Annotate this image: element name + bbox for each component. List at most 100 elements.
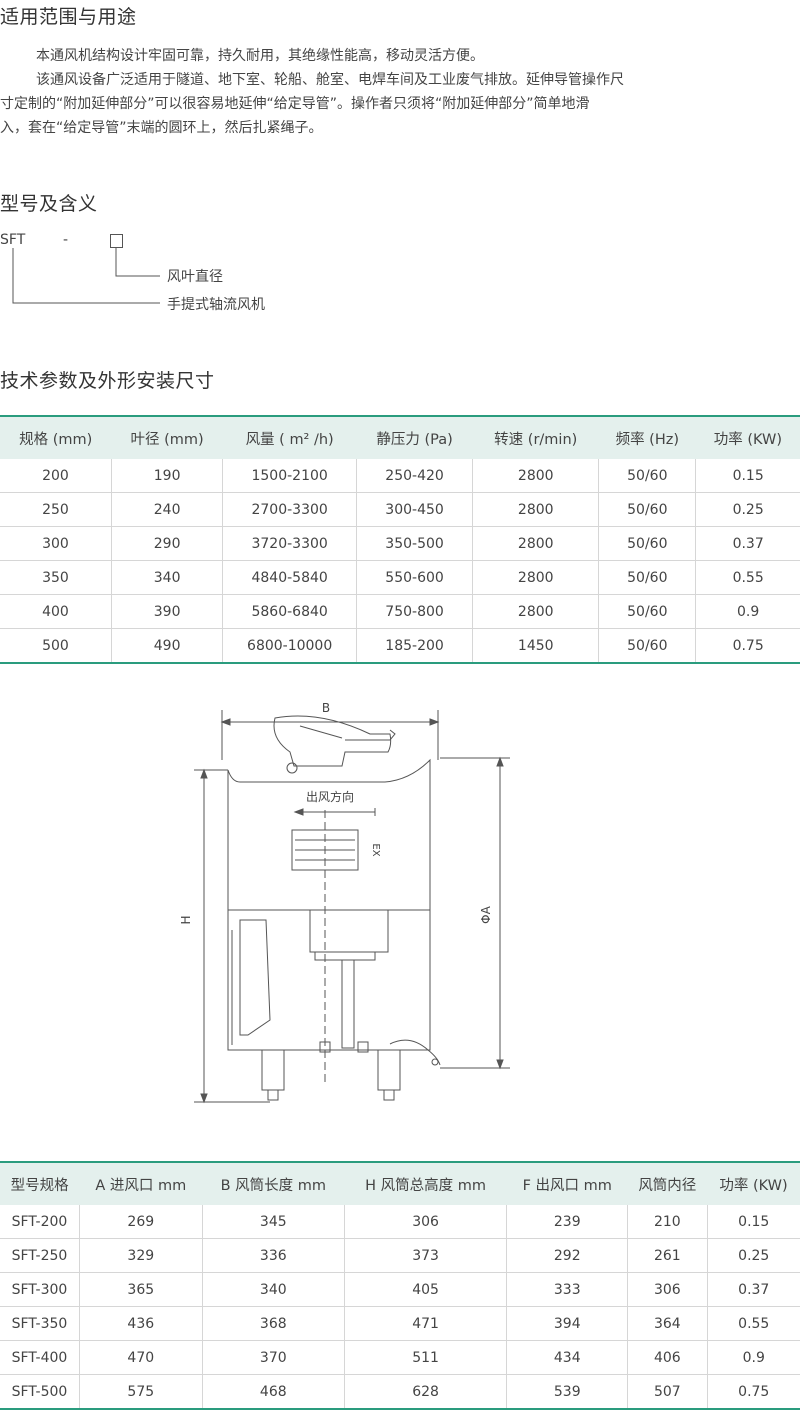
table-cell: SFT-350 (0, 1306, 80, 1341)
table-cell: 50/60 (598, 459, 697, 493)
table-cell: 345 (202, 1205, 345, 1239)
table-cell: 336 (202, 1238, 345, 1273)
table-cell: 364 (627, 1306, 708, 1341)
column-header: A 进风口 mm (79, 1161, 203, 1205)
table-cell: 0.37 (707, 1272, 800, 1307)
table-cell: SFT-300 (0, 1272, 80, 1307)
table-cell: 50/60 (598, 560, 697, 595)
table-cell: SFT-250 (0, 1238, 80, 1273)
airflow-direction-label: 出风方向 (306, 789, 354, 804)
table-cell: 50/60 (598, 492, 697, 527)
table-cell: 0.55 (695, 560, 800, 595)
table-cell: 2800 (472, 594, 600, 629)
usage-text-line: 该通风设备广泛适用于隧道、地下室、轮船、舱室、电焊车间及工业废气排放。延伸导管操… (36, 72, 624, 88)
table-cell: 0.75 (707, 1374, 800, 1410)
column-header: 风量 ( m² /h) (222, 415, 357, 459)
table-cell: SFT-200 (0, 1205, 80, 1239)
table-cell: 470 (79, 1340, 203, 1375)
table-cell: 300-450 (356, 492, 474, 527)
table-cell: 329 (79, 1238, 203, 1273)
table-cell: 350 (0, 560, 112, 595)
column-header: 风筒内径 (627, 1161, 707, 1205)
table-cell: 1450 (472, 628, 600, 664)
column-header: B 风筒长度 mm (202, 1161, 345, 1205)
table-cell: 306 (627, 1272, 708, 1307)
table-cell: 750-800 (356, 594, 474, 629)
table-cell: 507 (627, 1374, 708, 1410)
table-cell: 368 (202, 1306, 345, 1341)
table-cell: 2800 (472, 459, 600, 493)
table-cell: 4840-5840 (222, 560, 357, 595)
table-cell: SFT-400 (0, 1340, 80, 1375)
table-cell: 405 (344, 1272, 508, 1307)
table-cell: 0.75 (695, 628, 800, 664)
table-cell: 300 (0, 526, 112, 561)
table-cell: 306 (344, 1205, 508, 1239)
table-cell: 200 (0, 459, 112, 493)
table-cell: 5860-6840 (222, 594, 357, 629)
usage-paragraph: 本通风机结构设计牢固可靠，持久耐用，其绝缘性能高，移动灵活方便。 该通风设备广泛… (0, 44, 800, 140)
model-code-leader-lines (12, 248, 160, 304)
column-header: 叶径 (mm) (111, 415, 223, 459)
table-cell: 0.15 (695, 459, 800, 493)
section-title-specs: 技术参数及外形安装尺寸 (0, 370, 215, 392)
column-header: F 出风口 mm (506, 1161, 628, 1205)
label-fan-type: 手提式轴流风机 (167, 297, 265, 313)
table-cell: 550-600 (356, 560, 474, 595)
table-cell: 50/60 (598, 594, 697, 629)
table-cell: 1500-2100 (222, 459, 357, 493)
table-cell: 511 (344, 1340, 508, 1375)
model-code-box (110, 234, 123, 248)
label-blade-diameter: 风叶直径 (167, 269, 223, 285)
table-cell: 240 (111, 492, 224, 527)
column-header: 型号规格 (0, 1161, 80, 1205)
table-cell: 0.25 (695, 492, 800, 527)
table-cell: 250 (0, 492, 112, 527)
table-cell: 340 (202, 1272, 345, 1307)
table-cell: 575 (79, 1374, 203, 1410)
table-cell: 2700-3300 (222, 492, 357, 527)
table-cell: 239 (506, 1205, 629, 1239)
dimension-label-h: H (179, 915, 193, 924)
model-code-dash: - (63, 232, 69, 248)
table-cell: 250-420 (356, 459, 474, 493)
table-cell: 0.9 (707, 1340, 800, 1375)
table-cell: 261 (627, 1238, 708, 1273)
model-code-prefix: SFT (0, 232, 26, 248)
section-title-model: 型号及含义 (0, 193, 98, 215)
table-cell: 185-200 (356, 628, 474, 664)
column-header: 频率 (Hz) (598, 415, 696, 459)
table-cell: 269 (79, 1205, 203, 1239)
fan-dimension-diagram: B H ΦA 出风方向 EX (179, 701, 510, 1104)
table-cell: 434 (506, 1340, 629, 1375)
table-cell: 290 (111, 526, 224, 561)
column-header: 静压力 (Pa) (356, 415, 473, 459)
table-cell: 373 (344, 1238, 508, 1273)
table-cell: 365 (79, 1272, 203, 1307)
table-cell: 0.37 (695, 526, 800, 561)
table-cell: 539 (506, 1374, 629, 1410)
table-cell: 471 (344, 1306, 508, 1341)
table-cell: 400 (0, 594, 112, 629)
spec-table: 规格 (mm)叶径 (mm)风量 ( m² /h)静压力 (Pa)转速 (r/m… (0, 415, 800, 664)
table-cell: 436 (79, 1306, 203, 1341)
column-header: 规格 (mm) (0, 415, 112, 459)
table-cell: 0.55 (707, 1306, 800, 1341)
table-cell: SFT-500 (0, 1374, 80, 1410)
column-header: 转速 (r/min) (472, 415, 599, 459)
table-cell: 292 (506, 1238, 629, 1273)
column-header: H 风筒总高度 mm (344, 1161, 507, 1205)
table-cell: 2800 (472, 560, 600, 595)
